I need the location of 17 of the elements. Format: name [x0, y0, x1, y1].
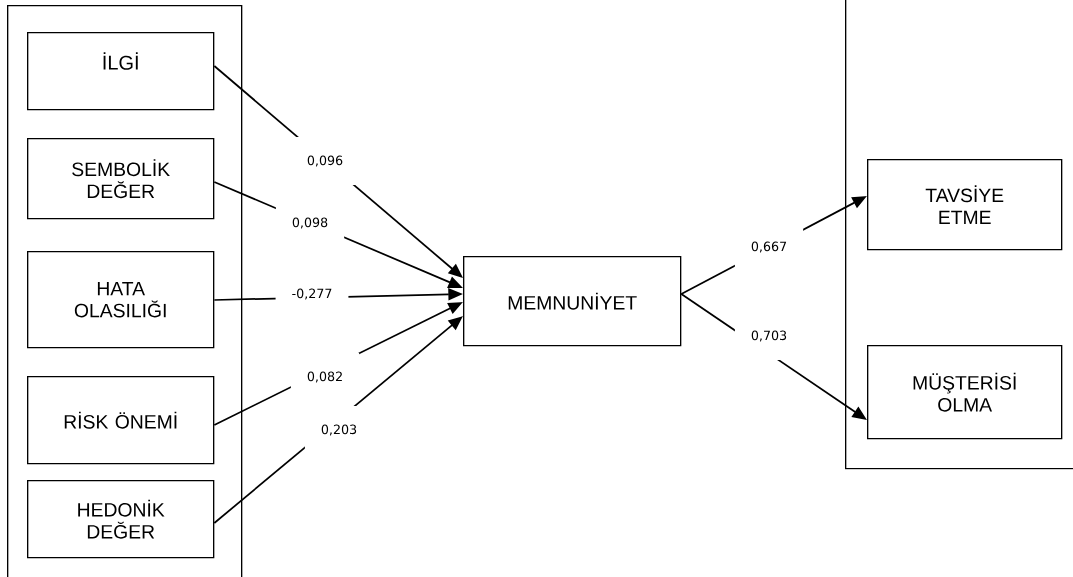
- construct-box: HEDONİK DEĞER: [27, 480, 215, 559]
- edge-label: 0,082: [290, 352, 360, 402]
- group-frame: [7, 5, 243, 577]
- group-frame: [845, 0, 1073, 470]
- edge-label: 0,667: [734, 222, 804, 272]
- construct-box: HATA OLASILIĞI: [27, 251, 215, 349]
- edge-label: -0,277: [275, 269, 349, 319]
- construct-box: SEMBOLİK DEĞER: [27, 138, 215, 220]
- edge-label: 0,096: [290, 136, 360, 186]
- construct-box: RİSK ÖNEMİ: [27, 376, 215, 465]
- construct-box: İLGİ: [27, 32, 215, 111]
- construct-box: MEMNUNİYET: [463, 256, 682, 347]
- construct-box: TAVSİYE ETME: [867, 159, 1063, 251]
- edge-label: 0,098: [275, 198, 345, 248]
- edge-label: 0,703: [734, 311, 804, 361]
- edge-label: 0,203: [304, 405, 374, 455]
- construct-box: MÜŞTERİSİ OLMA: [867, 345, 1063, 440]
